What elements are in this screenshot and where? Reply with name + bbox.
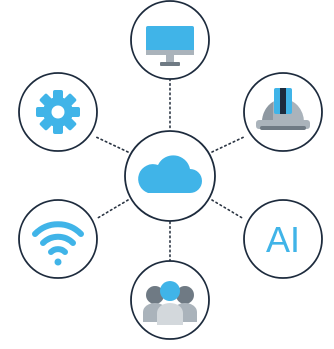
connector-wifi [95,199,129,220]
hard-hat-icon [256,88,310,130]
ai-text-icon: AI [266,219,300,260]
node-wifi [18,199,98,279]
node-people [130,260,210,340]
cloud-icon [138,155,202,193]
monitor-icon [146,26,194,66]
connectors [95,78,245,267]
node-helmet [243,72,323,152]
node-settings [18,72,98,152]
node-monitor [130,0,210,80]
connector-settings [95,136,129,153]
center-node [124,130,216,222]
node-ai: AI [243,199,323,279]
gear-icon [36,90,80,134]
connector-ai [211,199,245,220]
people-group-icon [143,281,197,325]
wifi-icon [32,221,84,266]
connector-helmet [211,136,245,153]
